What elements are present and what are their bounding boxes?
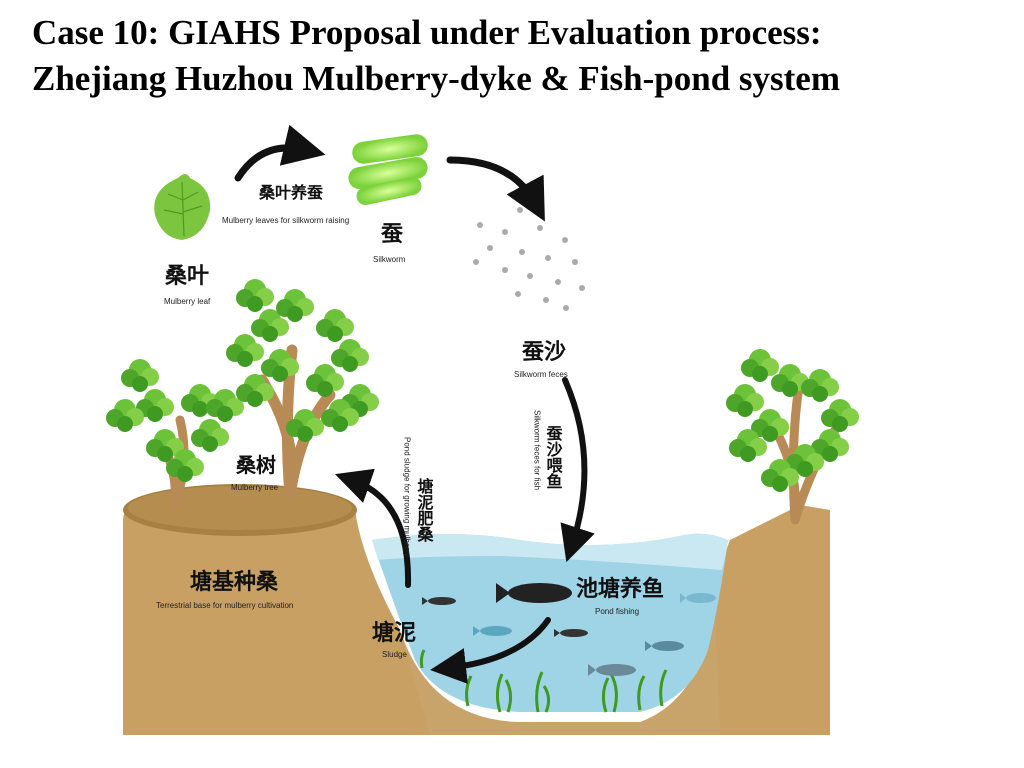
terrestrial-base-label: 塘基种桑 (190, 569, 279, 595)
sludge-label: 塘泥 (372, 620, 416, 646)
leaves-for-silkworm-label-en: Mulberry leaves for silkworm raising (222, 216, 349, 225)
silkworm-feces-label-en: Silkworm feces (514, 370, 568, 379)
pond-sludge-label: 塘泥肥桑 (415, 477, 435, 543)
slide-title: Case 10: GIAHS Proposal under Evaluation… (32, 10, 1012, 102)
silkworm-icon (348, 134, 428, 205)
mulberry-tree-right-icon (726, 349, 859, 525)
mulberry-leaf-label-en: Mulberry leaf (164, 297, 211, 306)
terrestrial-base-label-en: Terrestrial base for mulberry cultivatio… (156, 601, 293, 610)
pond-bottom (400, 610, 720, 735)
fish-icon (422, 583, 716, 676)
pond-fishing-label: 池塘养鱼 (576, 576, 664, 602)
title-line-2: Zhejiang Huzhou Mulberry-dyke & Fish-pon… (32, 59, 840, 98)
silkworm-feces-dots (473, 207, 585, 311)
silkworm-feces-label: 蚕沙 (521, 340, 566, 365)
cycle-arrows (234, 124, 595, 684)
arrow-fish-to-sludge (430, 617, 551, 684)
arrow-silkworm-to-feces (446, 156, 545, 222)
feces-for-fish-label-en: Silkworm feces for fish (533, 410, 542, 490)
arrow-feces-to-pond (560, 377, 595, 563)
left-dyke (123, 484, 440, 735)
sludge-label-en: Sludge (382, 650, 407, 659)
feces-for-fish-label: 蚕沙喂鱼 (544, 425, 564, 489)
leaves-for-silkworm-label: 桑叶养蚕 (258, 183, 324, 202)
mulberry-leaf-icon (154, 174, 211, 240)
arrow-leaf-to-silkworm (234, 124, 326, 182)
pond-fishing-label-en: Pond fishing (595, 607, 639, 616)
arrow-sludge-to-tree (334, 468, 412, 588)
mulberry-tree-label-en: Mulberry tree (231, 483, 279, 492)
mulberry-tree-label: 桑树 (236, 453, 276, 477)
mulberry-leaf-label: 桑叶 (165, 264, 209, 289)
silkworm-label: 蚕 (380, 222, 403, 247)
title-line-1: Case 10: GIAHS Proposal under Evaluation… (32, 13, 822, 52)
water-plants (419, 649, 668, 713)
mulberry-tree-icon (106, 279, 379, 510)
silkworm-label-en: Silkworm (373, 255, 406, 264)
pond-sludge-label-en: Pond sludge for growing mulberry (403, 437, 412, 557)
